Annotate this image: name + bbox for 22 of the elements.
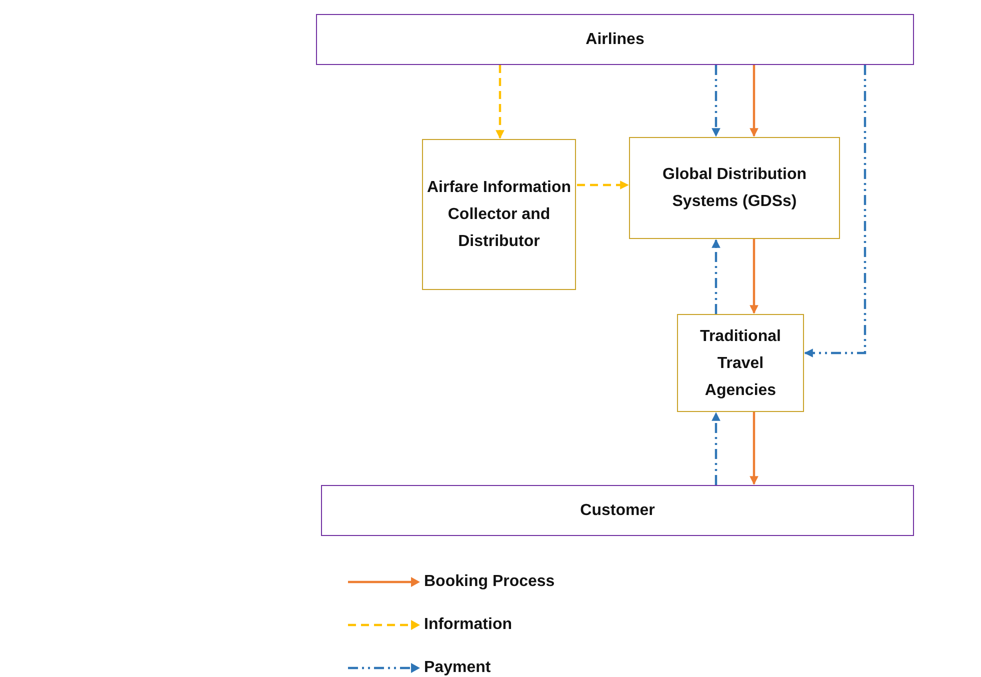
box-label: Customer — [580, 501, 655, 521]
arrow — [804, 65, 866, 358]
legend-label: Payment — [424, 658, 491, 677]
process-box — [422, 139, 576, 290]
arrow — [577, 180, 629, 190]
process-box — [321, 485, 914, 536]
arrow — [712, 239, 720, 314]
arrow — [750, 65, 758, 137]
process-box — [316, 14, 914, 65]
arrow — [750, 412, 758, 485]
arrow — [750, 239, 758, 314]
box-label: Global Distribution Systems (GDSs) — [662, 165, 808, 212]
process-box — [629, 137, 840, 239]
box-label: Airfare Information Collector and Distributor — [427, 178, 571, 252]
arrow — [712, 412, 720, 485]
process-box — [677, 314, 804, 412]
box-label: Traditional Travel Agencies — [699, 326, 782, 400]
legend-label: Booking Process — [424, 572, 555, 592]
box-label: Airlines — [586, 30, 644, 50]
arrow — [712, 65, 720, 137]
legend-label: Information — [424, 615, 512, 635]
arrow — [496, 65, 504, 139]
